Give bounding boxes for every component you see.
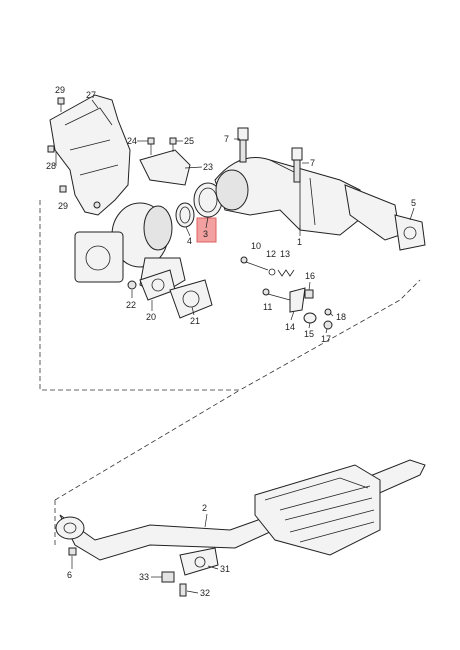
bolt-part-11[interactable] [262, 288, 291, 301]
leader-lines [55, 99, 415, 594]
label-29-top: 29 [55, 85, 65, 95]
label-31: 31 [220, 564, 230, 574]
bolt-part-24[interactable] [147, 137, 155, 155]
label-15: 15 [304, 329, 314, 339]
label-5: 5 [411, 198, 416, 208]
label-21: 21 [190, 316, 200, 326]
flange-lower-left[interactable] [55, 516, 85, 540]
nut-part-6[interactable] [68, 547, 77, 556]
label-14: 14 [285, 322, 295, 332]
bushing-part-15[interactable] [303, 312, 317, 324]
muffler[interactable] [254, 464, 381, 556]
label-7-left: 7 [224, 134, 229, 144]
assembly-outline-lower [54, 389, 241, 545]
bracket-part-14[interactable] [289, 287, 306, 313]
label-4: 4 [187, 236, 192, 246]
catalytic-converter-part-1[interactable] [214, 157, 401, 241]
label-1: 1 [297, 237, 302, 247]
label-32: 32 [200, 588, 210, 598]
bolt-part-29-top[interactable] [57, 97, 65, 112]
label-23: 23 [203, 162, 213, 172]
bracket-part-23[interactable] [139, 149, 191, 186]
label-18: 18 [336, 312, 346, 322]
bolt-part-32[interactable] [179, 583, 187, 597]
label-17: 17 [321, 334, 331, 344]
hanger-part-31[interactable] [179, 547, 219, 576]
label-28: 28 [46, 161, 56, 171]
nut-part-16[interactable] [304, 289, 314, 299]
bolt-part-29-bottom[interactable] [59, 185, 67, 193]
label-33: 33 [139, 572, 149, 582]
label-6: 6 [67, 570, 72, 580]
label-3: 3 [203, 229, 208, 239]
flange-part-21[interactable] [169, 279, 213, 319]
clip-part-17[interactable] [323, 320, 333, 330]
clip-part-33[interactable] [161, 571, 175, 583]
label-24: 24 [127, 136, 137, 146]
label-16: 16 [305, 271, 315, 281]
label-20: 20 [146, 312, 156, 322]
assembly-outline-upper [39, 200, 421, 391]
label-29-bottom: 29 [58, 201, 68, 211]
label-22: 22 [126, 300, 136, 310]
heat-shield-part-27[interactable] [49, 94, 131, 216]
bolt-part-10[interactable] [240, 256, 269, 271]
bolt-part-28[interactable] [47, 145, 55, 153]
nut-part-18[interactable] [324, 308, 332, 316]
oxygen-sensor-part-7-right[interactable] [291, 147, 303, 183]
bolt-part-22[interactable] [127, 280, 137, 290]
spring-part-13[interactable] [277, 269, 295, 277]
label-11: 11 [263, 302, 272, 312]
oxygen-sensor-part-7-left[interactable] [237, 127, 249, 163]
flange-part-5[interactable] [394, 214, 426, 251]
label-13: 13 [280, 249, 290, 259]
label-25: 25 [184, 136, 194, 146]
washer-part-12[interactable] [268, 268, 276, 276]
label-2: 2 [202, 503, 207, 513]
seal-ring-part-4[interactable] [175, 202, 195, 228]
highlight-box-part-3[interactable] [196, 217, 217, 243]
label-7-right: 7 [310, 158, 315, 168]
label-12: 12 [266, 249, 276, 259]
label-10: 10 [251, 241, 261, 251]
label-27: 27 [86, 90, 96, 100]
